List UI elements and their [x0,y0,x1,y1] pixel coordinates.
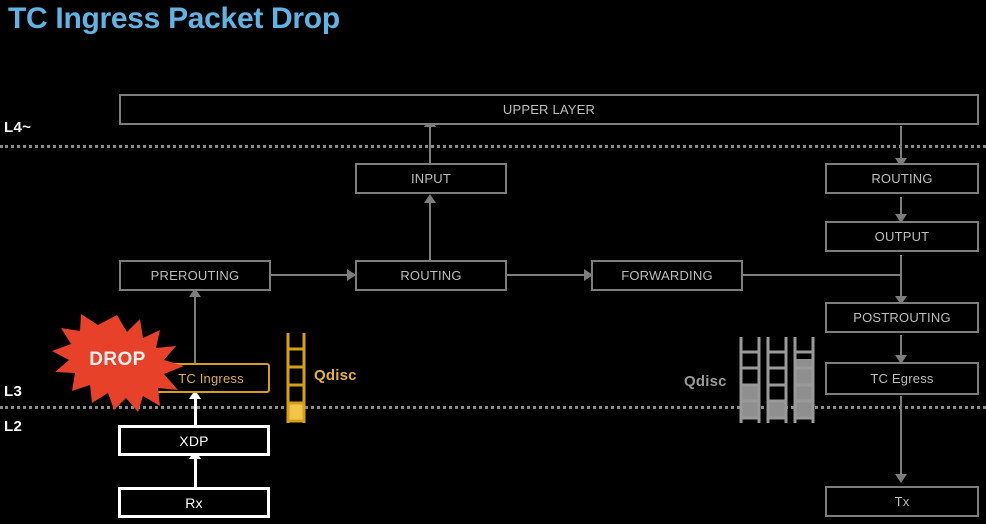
arrowhead-routing-right-to-output [895,214,907,223]
connector-routing-right-to-output [900,197,902,219]
connector-tc-egress-to-tx [900,396,902,478]
connector-upper-layer-to-routing-right [900,126,902,162]
layer-label-l3: L3 [4,383,23,400]
connector-output-to-postrouting [900,255,902,301]
connector-xdp-to-tc-ingress [194,397,197,428]
arrowhead-tc-egress-to-tx [895,474,907,483]
qdisc-ingress-label: Qdisc [314,367,357,384]
node-prerouting[interactable]: PREROUTING [119,260,271,291]
arrowhead-prerouting-to-routing [347,269,356,281]
layer-separator-l4 [0,145,986,148]
connector-rx-to-xdp [194,457,197,489]
layer-separator-l3-l2 [0,406,986,409]
drop-burst: DROP [50,313,185,412]
connector-input-to-upper-layer [429,125,431,165]
arrowhead-tc-ingress-to-prerouting [189,288,201,297]
node-input[interactable]: INPUT [355,163,507,194]
node-xdp[interactable]: XDP [118,425,270,456]
layer-label-l2: L2 [4,418,23,435]
arrowhead-routing-to-input [424,194,436,203]
drop-star-icon [52,314,184,412]
arrowhead-postrouting-to-tc-egress [895,355,907,364]
arrowhead-routing-to-forwarding [584,269,593,281]
connector-prerouting-to-routing [270,274,350,276]
qdisc-ingress-ladder [285,333,307,423]
node-tc-egress[interactable]: TC Egress [825,362,979,395]
connector-tc-ingress-to-prerouting [194,295,196,363]
node-upper-layer[interactable]: UPPER LAYER [119,94,979,125]
node-tx[interactable]: Tx [825,486,979,517]
node-routing-right[interactable]: ROUTING [825,163,979,194]
connector-routing-to-input [429,200,431,262]
node-rx[interactable]: Rx [118,487,270,518]
arrowhead-xdp-to-tc-ingress [189,390,201,399]
node-routing-center[interactable]: ROUTING [355,260,507,291]
page-title: TC Ingress Packet Drop [8,2,340,35]
qdisc-egress-ladders [738,337,816,423]
connector-routing-to-forwarding [507,274,587,276]
node-output[interactable]: OUTPUT [825,221,979,252]
arrowhead-upper-layer-to-routing-right [895,158,907,167]
node-postrouting[interactable]: POSTROUTING [825,302,979,333]
connector-postrouting-to-tc-egress [900,335,902,359]
layer-label-l4: L4~ [4,119,32,136]
qdisc-egress-label: Qdisc [684,373,727,390]
node-forwarding[interactable]: FORWARDING [591,260,743,291]
connector-forwarding-to-postrouting-h [743,274,902,276]
